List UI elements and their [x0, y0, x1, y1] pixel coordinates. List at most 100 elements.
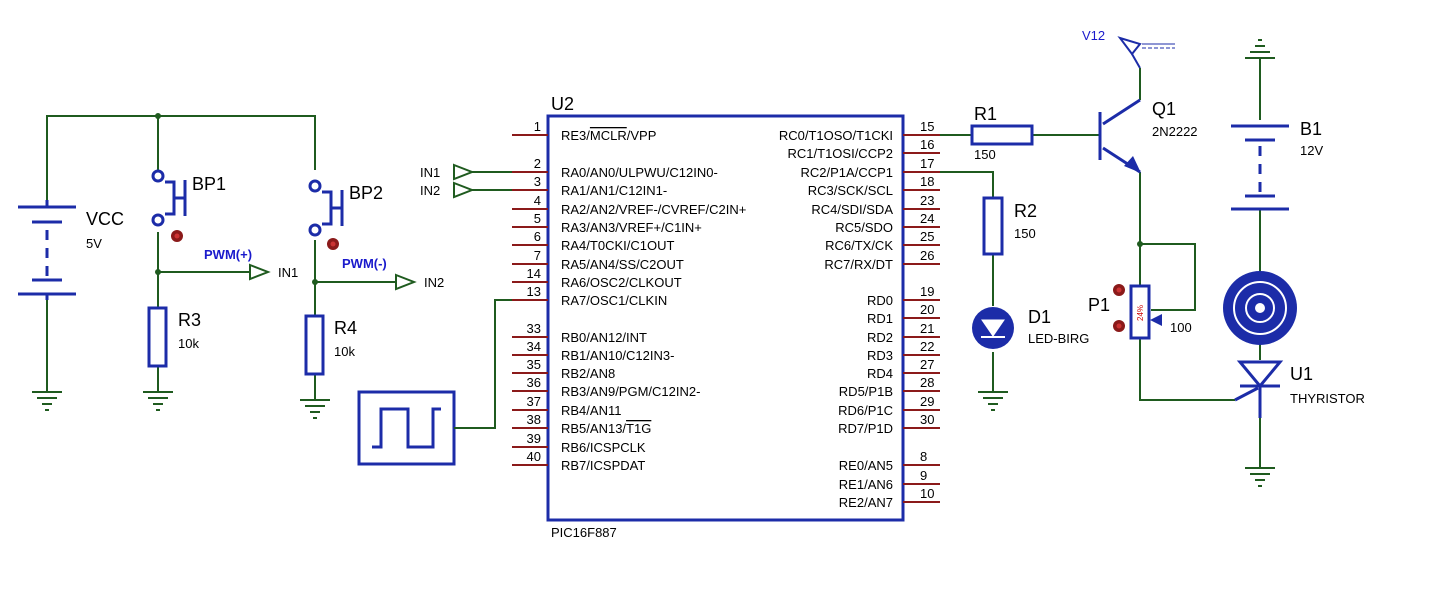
pin-name: RA7/OSC1/CLKIN	[561, 293, 667, 308]
r3-value: 10k	[178, 336, 199, 351]
pin-number: 29	[920, 394, 934, 409]
pin-number: 35	[527, 357, 541, 372]
pin-name: RB7/ICSPDAT	[561, 458, 645, 473]
p1-label: P1	[1088, 295, 1110, 315]
in1-terminal-label: IN1	[278, 265, 298, 280]
u1-value: THYRISTOR	[1290, 391, 1365, 406]
pin-name: RD3	[867, 348, 893, 363]
pin-name: RB3/AN9/PGM/C12IN2-	[561, 384, 700, 399]
pwm-minus-label: PWM(-)	[342, 256, 387, 271]
u1-label: U1	[1290, 364, 1313, 384]
d1-ground-icon	[978, 391, 1008, 411]
pin-name: RB1/AN10/C12IN3-	[561, 348, 674, 363]
pin-number: 15	[920, 119, 934, 134]
q1-value: 2N2222	[1152, 124, 1198, 139]
r2-value: 150	[1014, 226, 1036, 241]
pin-number: 36	[527, 375, 541, 390]
mcu-left-pin-names: RE3/MCLR/VPP RA0/AN0/ULPWU/C12IN0- RA1/A…	[561, 128, 746, 473]
pin-number: 20	[920, 302, 934, 317]
d1-value: LED-BIRG	[1028, 331, 1089, 346]
pin-number: 19	[920, 284, 934, 299]
pin-number: 13	[527, 284, 541, 299]
pin-number: 5	[534, 211, 541, 226]
pin-name: RB5/AN13/T1G	[561, 421, 651, 436]
pin-name: RB4/AN11	[561, 403, 621, 418]
pin-number: 22	[920, 339, 934, 354]
clock-generator[interactable]	[357, 390, 456, 466]
r2-resistor[interactable]: R2 150	[982, 196, 1037, 256]
u2-label: U2	[551, 94, 574, 114]
b1-value: 12V	[1300, 143, 1323, 158]
vcc-value: 5V	[86, 236, 102, 251]
bp1-label: BP1	[192, 174, 226, 194]
pin-number: 1	[534, 119, 541, 134]
pin-name: RA3/AN3/VREF+/C1IN+	[561, 220, 702, 235]
vcc-source[interactable]: VCC 5V	[18, 200, 124, 300]
pin-name: RC2/P1A/CCP1	[801, 165, 893, 180]
pin-number: 40	[527, 449, 541, 464]
pin-name: RC4/SDI/SDA	[811, 202, 893, 217]
d1-led[interactable]: D1 LED-BIRG	[972, 307, 1089, 349]
pin-name: RA4/T0CKI/C1OUT	[561, 238, 674, 253]
pin-number: 21	[920, 321, 934, 336]
v12-supply[interactable]: V12	[1082, 28, 1175, 69]
pin-name: RD4	[867, 366, 893, 381]
pwm-plus-label: PWM(+)	[204, 247, 252, 262]
pin-name: RC3/SCK/SCL	[808, 183, 893, 198]
bp2-pushbutton[interactable]: BP2	[308, 179, 383, 250]
pin-number: 7	[534, 248, 541, 263]
pin-name: RC0/T1OSO/T1CKI	[779, 128, 893, 143]
in1-input-terminal[interactable]: IN1	[420, 163, 475, 181]
q1-label: Q1	[1152, 99, 1176, 119]
r1-resistor[interactable]: R1 150	[970, 104, 1034, 162]
pin-number: 28	[920, 375, 934, 390]
q1-transistor[interactable]: Q1 2N2222	[1098, 98, 1198, 174]
pin-number: 6	[534, 229, 541, 244]
pin-name: RD7/P1D	[838, 421, 893, 436]
pin-number: 10	[920, 486, 934, 501]
pin-number: 14	[527, 266, 541, 281]
pin-name: RD0	[867, 293, 893, 308]
u1-thyristor[interactable]: U1 THYRISTOR	[1234, 360, 1365, 418]
junction	[1137, 241, 1143, 247]
in2-terminal[interactable]: IN2	[395, 273, 444, 291]
bp1-pushbutton[interactable]: BP1	[151, 169, 226, 242]
vcc-ground-icon	[32, 391, 62, 411]
pin-name: RE1/AN6	[839, 477, 893, 492]
mcu-right-pin-numbers: 15 16 17 18 23 24 25 26 19 20 21 22 27 2…	[920, 119, 934, 501]
pin-number: 33	[527, 321, 541, 336]
pin-name: RA0/AN0/ULPWU/C12IN0-	[561, 165, 718, 180]
in2-input-label: IN2	[420, 183, 440, 198]
pin-name: RD5/P1B	[839, 384, 893, 399]
b1-battery[interactable]: B1 12V	[1231, 119, 1323, 211]
pin-number: 37	[527, 394, 541, 409]
pic16f887-chip[interactable]: U2 PIC16F887	[546, 94, 905, 540]
pin-number: 16	[920, 137, 934, 152]
r4-ground-icon	[300, 399, 330, 419]
in1-terminal[interactable]: IN1	[249, 263, 298, 281]
pin-name: RA5/AN4/SS/C2OUT	[561, 257, 684, 272]
pin-name: RB6/ICSPCLK	[561, 440, 646, 455]
p1-percent: 24%	[1136, 305, 1145, 321]
pin-number: 8	[920, 449, 927, 464]
pin-name: RC6/TX/CK	[825, 238, 893, 253]
r4-resistor[interactable]: R4 10k	[304, 314, 357, 376]
r3-label: R3	[178, 310, 201, 330]
pin-number: 18	[920, 174, 934, 189]
r3-resistor[interactable]: R3 10k	[147, 306, 201, 368]
pin-number: 17	[920, 156, 934, 171]
p1-potentiometer[interactable]: 24% P1 100	[1088, 284, 1192, 340]
r3-ground-icon	[143, 391, 173, 411]
in2-input-terminal[interactable]: IN2	[420, 181, 475, 199]
pin-number: 25	[920, 229, 934, 244]
pin-name: RD1	[867, 311, 893, 326]
pin-name: RC5/SDO	[835, 220, 893, 235]
pin-number: 3	[534, 174, 541, 189]
pin-name: RA1/AN1/C12IN1-	[561, 183, 667, 198]
mcu-right-pin-names: RC0/T1OSO/T1CKI RC1/T1OSI/CCP2 RC2/P1A/C…	[779, 128, 893, 510]
pin-name: RB2/AN8	[561, 366, 615, 381]
u1-ground-icon	[1245, 467, 1275, 487]
pin-name: RD2	[867, 330, 893, 345]
left-junctions	[155, 113, 318, 285]
